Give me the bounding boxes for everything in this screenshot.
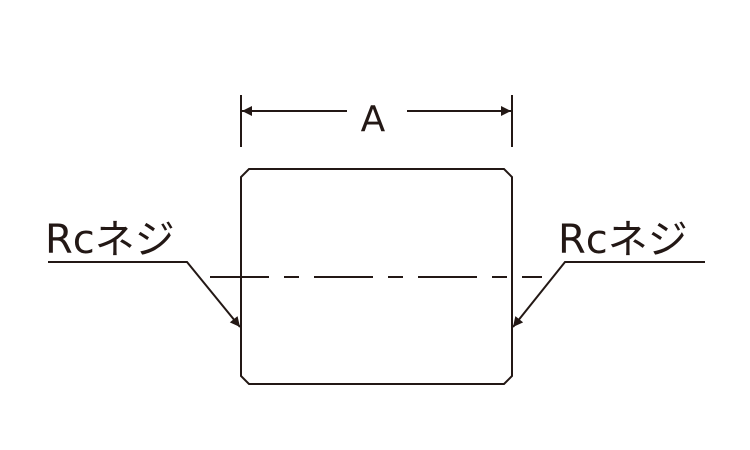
- leader-left: [48, 261, 241, 328]
- leader-right: [512, 261, 705, 328]
- thread-label-right: Rcネジ: [558, 217, 688, 263]
- part-outline: [240, 168, 513, 385]
- thread-label-left: Rcネジ: [45, 217, 175, 263]
- dimension-label: A: [361, 99, 386, 140]
